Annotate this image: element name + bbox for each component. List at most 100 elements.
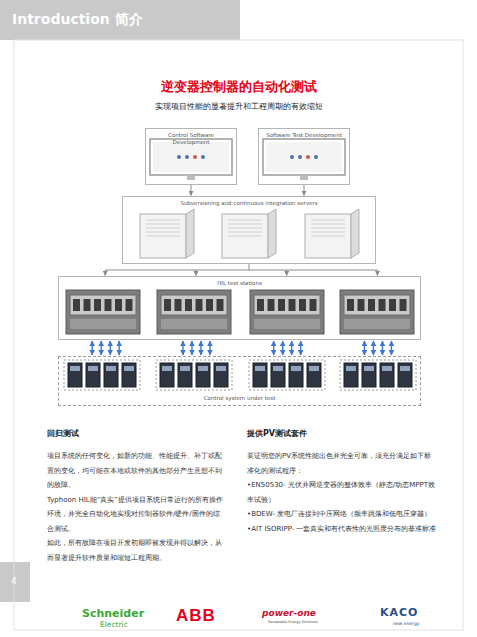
- controller-chip: [364, 366, 374, 371]
- connector: [92, 341, 391, 355]
- signal-arrow: [109, 341, 110, 355]
- signal-arrow: [382, 341, 383, 355]
- text-column: 回归测试项目系统的任何变化，如新的功能、性能提升、补丁或配置的变化，均可能在本地…: [47, 428, 225, 565]
- server-slot: [311, 232, 345, 233]
- screen-icon: [298, 155, 302, 159]
- signal-arrow: [391, 341, 392, 355]
- server-tower: [305, 214, 351, 258]
- hil-module: [368, 299, 375, 311]
- controller-chip: [106, 366, 116, 371]
- controller-chip: [216, 366, 226, 371]
- hil-module: [400, 299, 407, 311]
- screen-icon: [314, 155, 318, 159]
- node-box: Control system under test: [58, 356, 421, 406]
- controller-card: [344, 363, 358, 387]
- logo-text: Schneider: [82, 607, 144, 620]
- signal-arrow: [100, 341, 101, 355]
- server-slot: [228, 220, 262, 221]
- body-text: 要证明您的PV系统性能出色并完全可靠，须充分满足如下标准化的测试程序：: [247, 449, 437, 478]
- hil-module: [206, 299, 213, 311]
- connector: [304, 185, 305, 196]
- connector-branch: [105, 270, 106, 276]
- controller-group: [340, 360, 416, 390]
- node-box: Subversioning and continuous integration…: [122, 196, 376, 264]
- body-text: 如此，所有故障在项目开发初期即被发现并得以解决，从而显著提升软件质量和缩短工程周…: [47, 536, 225, 565]
- controller-card: [178, 363, 192, 387]
- controller-card: [160, 363, 174, 387]
- server-slot: [146, 236, 180, 237]
- header-title: Introduction 简介: [12, 11, 143, 29]
- controller-card: [380, 363, 394, 387]
- server-slot: [146, 228, 180, 229]
- connector: [105, 264, 377, 276]
- section-heading: 回归测试: [47, 428, 225, 439]
- hil-base: [161, 319, 227, 329]
- monitor: [263, 139, 345, 175]
- signal-arrow: [209, 341, 210, 355]
- screen-icon: [290, 155, 294, 159]
- hil-station: [66, 290, 140, 334]
- controller-card: [289, 363, 303, 387]
- body-text: •AIT ISORIPP- 一套真实和有代表性的光照度分布的基准标准: [247, 522, 437, 537]
- hil-module: [310, 299, 317, 311]
- node-box: HIL test stations: [58, 276, 421, 340]
- controller-card: [196, 363, 210, 387]
- server-slot: [228, 224, 262, 225]
- node-box: Control Software Development: [145, 128, 237, 185]
- connector-branch: [286, 270, 287, 276]
- controller-chip: [382, 366, 392, 371]
- hil-module: [358, 299, 365, 311]
- signal-arrow: [300, 341, 301, 355]
- hil-station: [157, 290, 231, 334]
- server-slot: [146, 220, 180, 221]
- logo-text: new energy: [393, 621, 419, 626]
- hil-station: [250, 290, 324, 334]
- signal-arrow: [200, 341, 201, 355]
- logo-text: Electric: [100, 620, 128, 629]
- hil-panel: [161, 295, 227, 315]
- body-text: •EN50530- 光伏并网逆变器的整体效率（静态/动态MPPT效率试验）: [247, 478, 437, 507]
- hil-module: [115, 299, 122, 311]
- hil-module: [73, 299, 80, 311]
- hil-panel: [254, 295, 320, 315]
- signal-arrow: [91, 341, 92, 355]
- controller-card: [86, 363, 100, 387]
- hil-station: [340, 290, 414, 334]
- controller-chip: [273, 366, 283, 371]
- controller-card: [68, 363, 82, 387]
- hil-panel: [344, 295, 410, 315]
- screen-icon: [177, 155, 181, 159]
- signal-arrow: [291, 341, 292, 355]
- logo-text: ABB: [176, 606, 216, 626]
- connector: [191, 185, 192, 196]
- subtitle: 实现项目性能的显著提升和工程周期的有效缩短: [0, 101, 477, 112]
- controller-chip: [346, 366, 356, 371]
- server-slot: [311, 236, 345, 237]
- server-side: [186, 209, 194, 258]
- screen-icon: [185, 155, 189, 159]
- controller-card: [362, 363, 376, 387]
- controller-chip: [309, 366, 319, 371]
- node-title: Control system under test: [204, 395, 276, 402]
- hil-module: [379, 299, 386, 311]
- signal-arrow: [273, 341, 274, 355]
- controller-card: [253, 363, 267, 387]
- server-slot: [311, 220, 345, 221]
- hil-module: [347, 299, 354, 311]
- connector-branch: [195, 270, 196, 276]
- controller-chip: [162, 366, 172, 371]
- controller-chip: [400, 366, 410, 371]
- controller-card: [271, 363, 285, 387]
- node-title: Control Software Development: [150, 132, 232, 145]
- controller-chip: [180, 366, 190, 371]
- controller-card: [104, 363, 118, 387]
- section-heading: 提供PV测试套件: [247, 428, 437, 439]
- server-slot: [146, 224, 180, 225]
- hil-module: [268, 299, 275, 311]
- page-number: 4: [11, 576, 17, 586]
- controller-chip: [198, 366, 208, 371]
- controller-group: [249, 360, 325, 390]
- controller-card: [307, 363, 321, 387]
- screen-icon: [201, 155, 205, 159]
- hil-module: [278, 299, 285, 311]
